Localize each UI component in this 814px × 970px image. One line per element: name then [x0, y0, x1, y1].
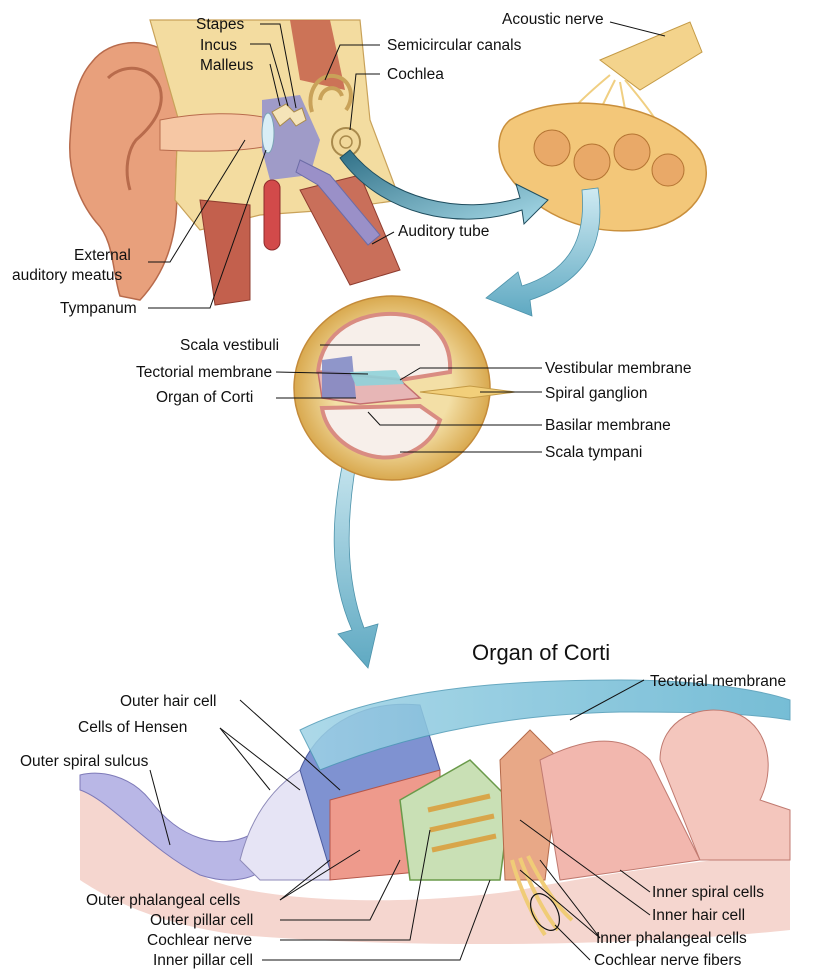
- label-basilar-membrane: Basilar membrane: [545, 417, 671, 434]
- label-scala-tympani: Scala tympani: [545, 444, 642, 461]
- cross-section-hair-cells: [322, 356, 356, 398]
- label-inner-hair-cell: Inner hair cell: [652, 907, 745, 924]
- label-inner-spiral-cells: Inner spiral cells: [652, 884, 764, 901]
- label-cells-of-hensen: Cells of Hensen: [78, 719, 187, 736]
- label-scala-vestibuli: Scala vestibuli: [180, 337, 279, 354]
- leader-hensen-b: [220, 728, 300, 790]
- diagram-title: Organ of Corti: [472, 640, 610, 665]
- leader-acoustic-nerve: [610, 22, 665, 36]
- label-organ-of-corti-mid: Organ of Corti: [156, 389, 253, 406]
- tympanic-membrane: [262, 113, 274, 153]
- label-outer-hair-cell: Outer hair cell: [120, 693, 216, 710]
- label-cochlear-nerve-fibers: Cochlear nerve fibers: [594, 952, 742, 969]
- label-cochlear-nerve: Cochlear nerve: [147, 932, 252, 949]
- label-auditory-tube: Auditory tube: [398, 223, 489, 240]
- carotid-vessel: [264, 180, 280, 250]
- cochlea-turn-3: [614, 134, 650, 170]
- label-malleus: Malleus: [200, 57, 254, 74]
- label-outer-phalangeal-cells: Outer phalangeal cells: [86, 892, 240, 909]
- cochlea-turn-1: [534, 130, 570, 166]
- label-inner-phalangeal-cells: Inner phalangeal cells: [596, 930, 747, 947]
- label-stapes: Stapes: [196, 16, 245, 33]
- leader-hensen-a: [220, 728, 270, 790]
- label-inner-pillar-cell: Inner pillar cell: [153, 952, 253, 969]
- label-outer-spiral-sulcus: Outer spiral sulcus: [20, 753, 149, 770]
- label-spiral-ganglion: Spiral ganglion: [545, 385, 648, 402]
- label-tympanum: Tympanum: [60, 300, 137, 317]
- label-external-meatus-1: External: [74, 247, 131, 264]
- label-cochlea: Cochlea: [387, 66, 444, 83]
- label-acoustic-nerve: Acoustic nerve: [502, 11, 604, 28]
- label-vestibular-membrane: Vestibular membrane: [545, 360, 691, 377]
- cross-section-tectorial: [350, 370, 404, 386]
- label-tectorial-membrane-bottom: Tectorial membrane: [650, 673, 786, 690]
- label-external-meatus-2: auditory meatus: [12, 267, 123, 284]
- external-auditory-canal: [160, 114, 268, 151]
- label-tectorial-membrane-mid: Tectorial membrane: [136, 364, 272, 381]
- label-semicircular-canals: Semicircular canals: [387, 37, 522, 54]
- label-outer-pillar-cell: Outer pillar cell: [150, 912, 253, 929]
- cochlea-turn-2: [574, 144, 610, 180]
- cochlea-shape: [332, 128, 360, 156]
- label-incus: Incus: [200, 37, 237, 54]
- cochlea-turn-4: [652, 154, 684, 186]
